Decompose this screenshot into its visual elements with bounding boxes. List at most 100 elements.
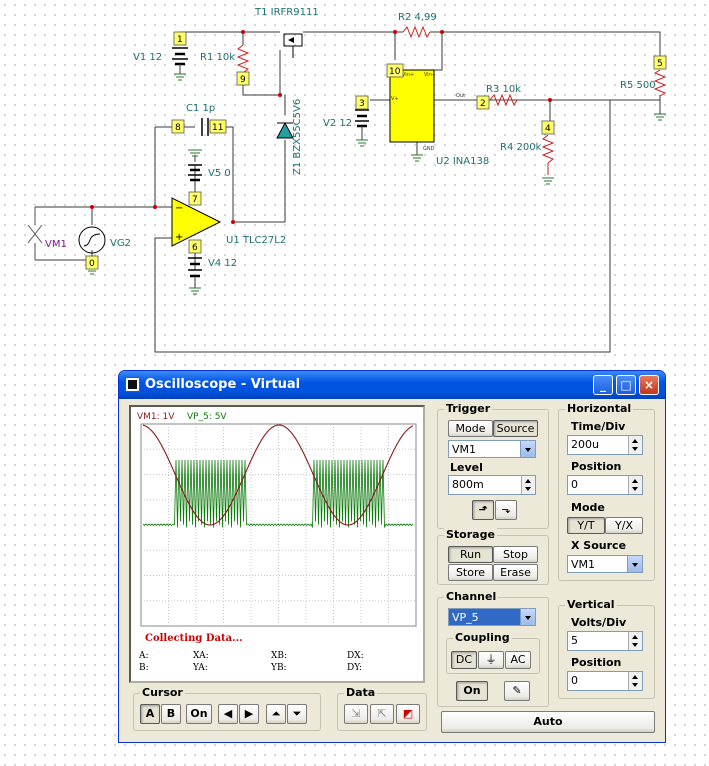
close-button[interactable]: × [639, 375, 659, 395]
cursor-b-button[interactable]: B [161, 704, 181, 724]
node-4[interactable]: 4 [541, 120, 555, 135]
trigger-source-select[interactable]: VM1 [448, 440, 536, 458]
time-div-spinner[interactable] [628, 436, 642, 454]
node-10[interactable]: 10 [386, 63, 404, 78]
svg-text:9: 9 [240, 75, 246, 85]
chevron-down-icon[interactable] [520, 609, 535, 625]
run-button[interactable]: Run [448, 546, 493, 563]
plot-grid [141, 424, 416, 626]
h-position-value: 0 [571, 478, 578, 491]
probe-color-icon[interactable]: ✎ [504, 681, 530, 701]
battery-v4-icon[interactable] [188, 257, 202, 295]
volts-div-input[interactable]: 5 [567, 631, 643, 651]
mosfet-t1-icon[interactable] [283, 33, 303, 58]
mode-yx-button[interactable]: Y/X [605, 517, 643, 534]
h-position-input[interactable]: 0 [567, 475, 643, 495]
volts-div-spinner[interactable] [628, 632, 642, 650]
ch2-label: VP_5: 5V [187, 412, 227, 422]
label-v2: V2 12 [323, 118, 352, 129]
node-7[interactable]: 7 [188, 191, 202, 206]
coupling-ac-button[interactable]: AC [505, 651, 531, 669]
battery-v5-icon[interactable] [188, 149, 202, 182]
node-1[interactable]: 1 [173, 31, 187, 46]
coupling-dc-button[interactable]: DC [451, 651, 477, 669]
pin-vin-minus: Vin- [424, 72, 434, 78]
trigger-group: Trigger Mode Source VM1 Level 800m ⬏ ⬎ [437, 402, 549, 529]
time-div-input[interactable]: 200u [567, 435, 643, 455]
chevron-down-icon[interactable] [627, 556, 642, 572]
capacitor-c1-icon[interactable] [201, 118, 209, 136]
cursor-on-button[interactable]: On [186, 704, 212, 724]
function-generator-vg2-icon[interactable] [78, 226, 106, 254]
resistor-r5-icon[interactable] [653, 69, 667, 97]
svg-text:3: 3 [359, 99, 365, 109]
store-button[interactable]: Store [448, 564, 493, 581]
falling-edge-icon[interactable]: ⬎ [495, 500, 517, 520]
arrow-down-icon[interactable]: ⏷ [287, 704, 307, 724]
resistor-r3-icon[interactable] [489, 93, 518, 107]
arrow-left-icon[interactable]: ◀ [218, 704, 238, 724]
node-11[interactable]: 11 [209, 119, 227, 134]
maximize-button[interactable]: □ [616, 375, 636, 395]
ina138-u2-block[interactable] [389, 69, 435, 143]
resistor-r1-icon[interactable] [236, 44, 250, 74]
cursor-a-button[interactable]: A [140, 704, 160, 724]
readout-xa: XA: [193, 651, 209, 661]
rising-edge-icon[interactable]: ⬏ [472, 500, 494, 520]
voltmeter-vm1-icon[interactable] [27, 207, 43, 260]
node-3[interactable]: 3 [355, 95, 369, 110]
oscilloscope-window[interactable]: Oscilloscope - Virtual _ □ × VM1: 1V VP_… [118, 370, 666, 743]
label-z1: Z1 BZX55C5V6 [292, 99, 303, 175]
data-group: Data ⇲ ⇱ ◩ [337, 686, 427, 731]
time-div-label: Time/Div [571, 420, 626, 433]
v-position-spinner[interactable] [628, 672, 642, 690]
node-0[interactable]: 0 [85, 255, 99, 270]
channel-select[interactable]: VP_5 [448, 608, 536, 626]
auto-button[interactable]: Auto [441, 711, 655, 733]
trigger-source-button[interactable]: Source [493, 420, 538, 437]
node-2[interactable]: 2 [476, 95, 490, 110]
schematic-canvas[interactable]: V1 12 R1 10k T1 IRFR9111 R2 4,99 R5 500 … [0, 0, 709, 360]
node-5[interactable]: 5 [653, 55, 667, 70]
chevron-down-icon[interactable] [520, 441, 535, 457]
minimize-button[interactable]: _ [593, 375, 613, 395]
trigger-level-label: Level [450, 461, 483, 474]
h-position-spinner[interactable] [628, 476, 642, 494]
scope-display[interactable]: VM1: 1V VP_5: 5V Collecting Data... A: B… [129, 405, 425, 683]
resistor-r2-icon[interactable] [402, 25, 431, 39]
x-source-select[interactable]: VM1 [567, 555, 643, 573]
zener-z1-icon[interactable] [276, 121, 294, 139]
v-position-input[interactable]: 0 [567, 671, 643, 691]
resistor-r4-icon[interactable] [541, 134, 555, 175]
opamp-u1-icon[interactable] [171, 197, 222, 247]
trigger-level-spinner[interactable] [521, 476, 535, 494]
stop-button[interactable]: Stop [493, 546, 538, 563]
ground-icon[interactable]: ⏚ [478, 651, 504, 669]
node-6[interactable]: 6 [188, 239, 202, 254]
channel-value: VP_5 [452, 611, 479, 624]
import-data-icon[interactable]: ⇲ [344, 704, 368, 724]
battery-v1-icon[interactable] [172, 47, 188, 81]
trigger-level-input[interactable]: 800m [448, 475, 536, 495]
erase-button[interactable]: Erase [493, 564, 538, 581]
node-9[interactable]: 9 [236, 71, 250, 86]
channel-on-button[interactable]: On [456, 681, 488, 701]
diagram-icon[interactable]: ◩ [396, 704, 420, 724]
channel-group: Channel VP_5 Coupling DC ⏚ AC On ✎ [437, 590, 549, 707]
readout-ya: YA: [193, 663, 208, 673]
arrow-right-icon[interactable]: ▶ [239, 704, 259, 724]
storage-group: Storage Run Stop Store Erase [437, 528, 549, 585]
export-data-icon[interactable]: ⇱ [370, 704, 394, 724]
trigger-mode-button[interactable]: Mode [448, 420, 493, 437]
battery-v2-icon[interactable] [355, 109, 369, 147]
node-8[interactable]: 8 [171, 119, 185, 134]
svg-text:6: 6 [192, 243, 198, 253]
title-bar[interactable]: Oscilloscope - Virtual _ □ × [119, 371, 665, 399]
label-v5: V5 0 [208, 168, 231, 179]
status-text: Collecting Data... [145, 633, 243, 644]
readout-dx: DX: [347, 651, 364, 661]
label-c1: C1 1p [186, 103, 215, 114]
arrow-up-icon[interactable]: ⏶ [266, 704, 286, 724]
window-title: Oscilloscope - Virtual [145, 377, 301, 392]
mode-yt-button[interactable]: Y/T [567, 517, 605, 534]
